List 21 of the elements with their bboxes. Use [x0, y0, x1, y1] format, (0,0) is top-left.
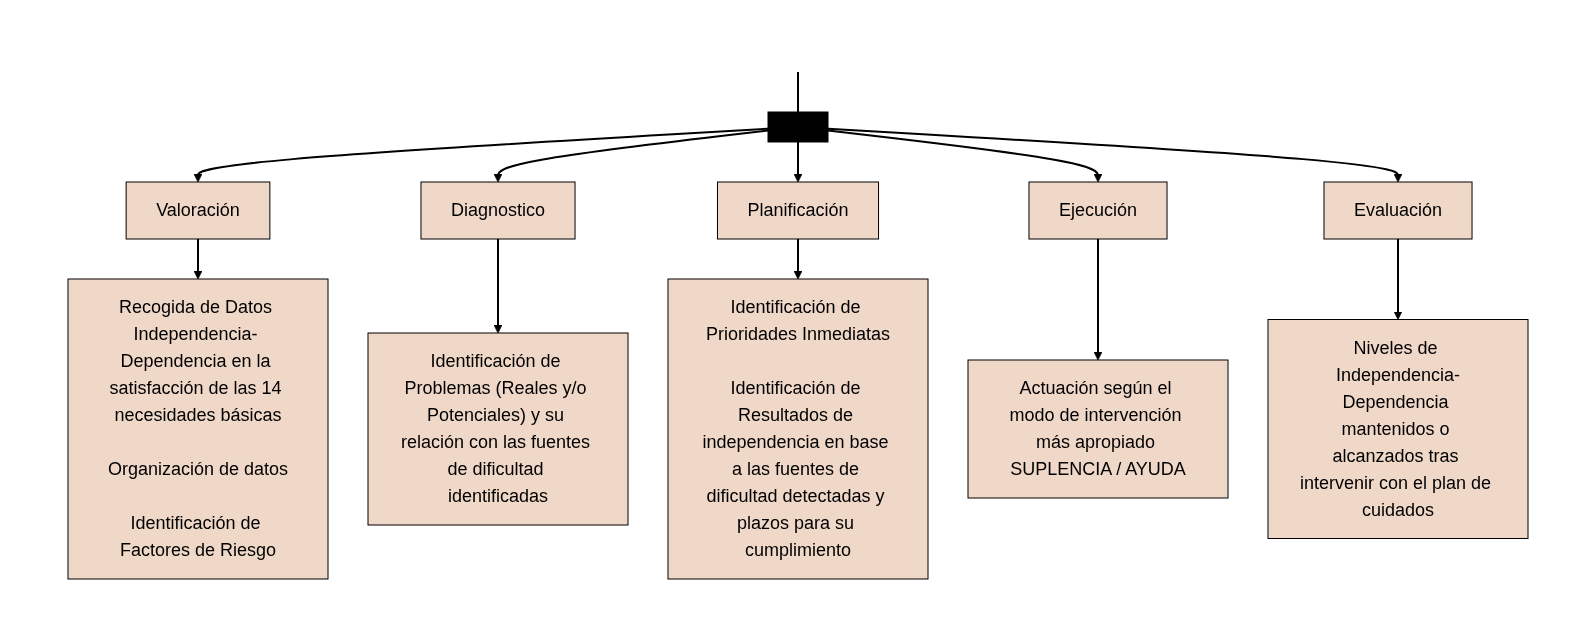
arrow [793, 237, 803, 279]
description-box: Niveles de Independencia-Dependencia mantenidos o alcanzados tras intervenir con el plan de cuidados [1267, 318, 1529, 539]
description-box: Recogida de Datos Independencia- Dependencia en la satisfacción de las 14 necesidades básicas Organización de datos Identificación de Factores de Riesgo [67, 278, 329, 579]
description-box: Actuación según el modo de intervención más apropiado SUPLENCIA / AYUDA [967, 359, 1229, 498]
arrow [827, 127, 1403, 182]
description-box: Identificación de Problemas (Reales y/o Potenciales) y su relación con las fuentes de dificultad identificadas [367, 332, 629, 525]
description-box: Identificación de Prioridades Inmediatas Identificación de Resultados de independencia en base a las fuentes de dificultad detectadas y plazos para su cumplimiento [667, 278, 929, 579]
arrow [1093, 237, 1103, 360]
phase-box: Planificación [716, 181, 880, 239]
arrow [193, 237, 203, 279]
phase-box: Diagnostico [420, 181, 576, 239]
arrow [193, 127, 769, 182]
arrow [1393, 237, 1403, 320]
arrow [493, 129, 769, 182]
phase-box: Ejecución [1028, 181, 1168, 239]
arrow [793, 140, 803, 182]
arrow [493, 237, 503, 333]
phase-box: Valoración [125, 181, 271, 239]
arrow [827, 129, 1103, 182]
connector-bar [767, 111, 829, 142]
phase-box: Evaluación [1323, 181, 1473, 239]
